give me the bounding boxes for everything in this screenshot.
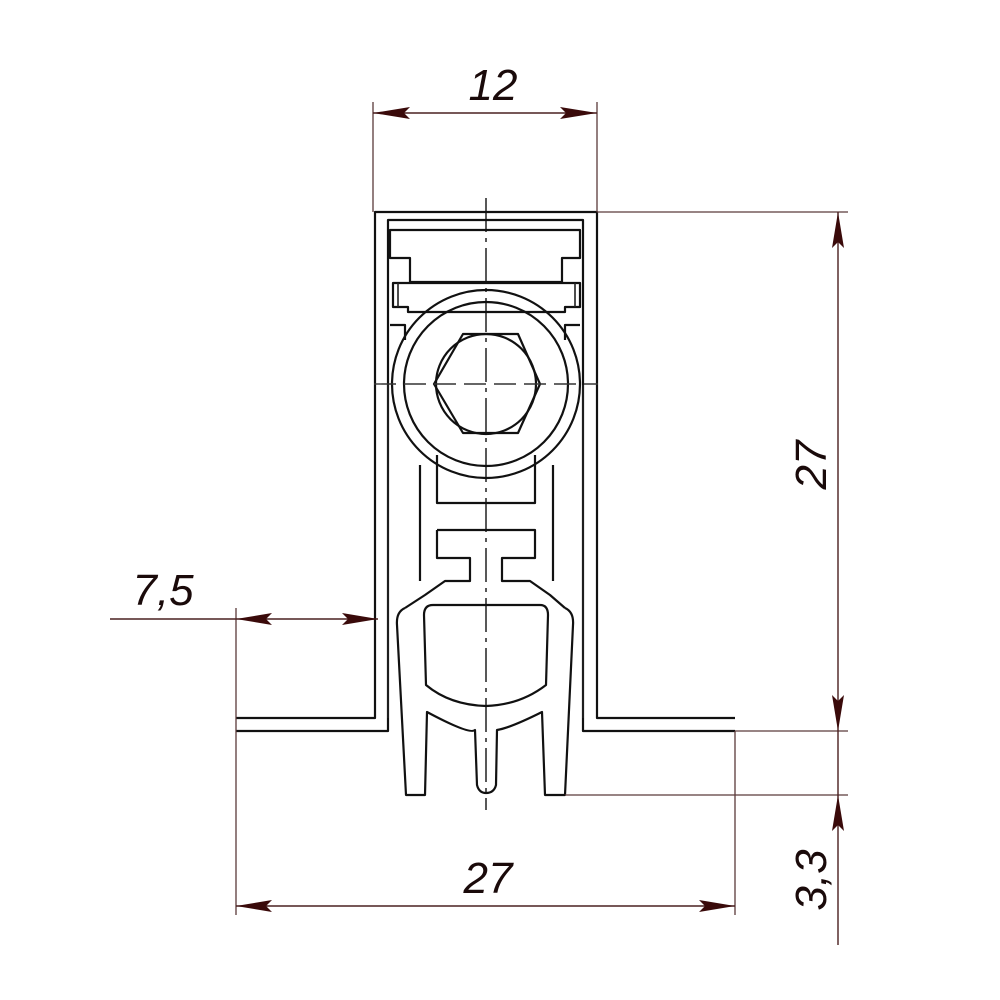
floor-reference-lines bbox=[565, 211, 848, 796]
t-slot-connector bbox=[404, 455, 566, 609]
top-slider-block bbox=[388, 228, 582, 314]
dimension-label-27-horizontal: 27 bbox=[463, 854, 514, 903]
dimension-label-27-vertical: 27 bbox=[787, 439, 836, 490]
dimension-label-7-5: 7,5 bbox=[132, 566, 194, 615]
dimension-flange-offset: 7,5 bbox=[110, 566, 378, 915]
center-lines bbox=[374, 198, 598, 810]
dimension-seal-drop: 3,3 bbox=[787, 731, 844, 945]
rubber-seal-gasket bbox=[395, 603, 575, 797]
dimension-base-width: 27 bbox=[236, 731, 736, 915]
dimension-top-width: 12 bbox=[372, 61, 598, 212]
dimension-label-12: 12 bbox=[469, 61, 518, 110]
dimension-total-height: 27 bbox=[787, 212, 844, 731]
dimension-label-3-3: 3,3 bbox=[787, 849, 836, 911]
